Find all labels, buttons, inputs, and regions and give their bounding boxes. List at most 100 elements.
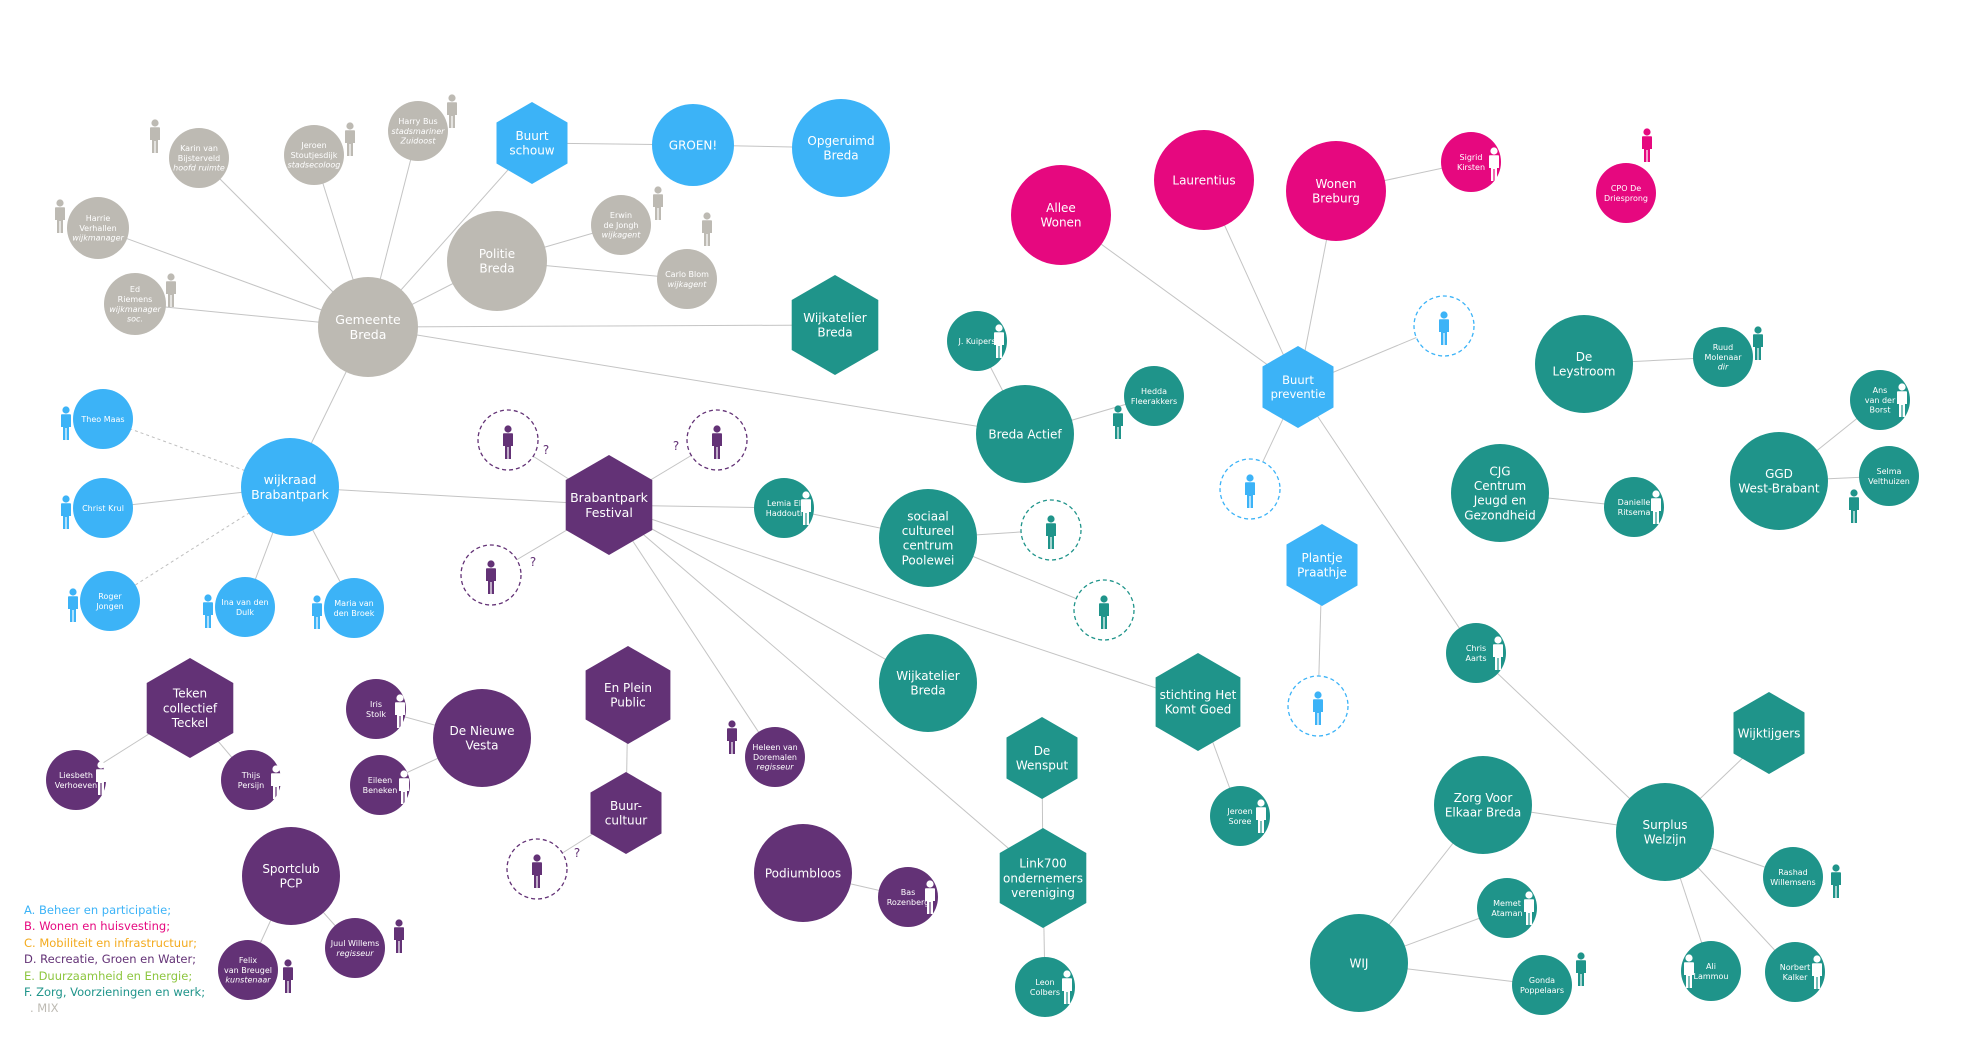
connection-line: [367, 324, 836, 328]
node-wij[interactable]: WIJ: [1310, 914, 1408, 1012]
node-buurcultuur[interactable]: Buur-cultuur: [590, 772, 662, 854]
node-christ[interactable]: Christ Krul: [61, 478, 133, 538]
node-label: GROEN!: [669, 138, 717, 152]
node-bredaactief[interactable]: Breda Actief: [976, 385, 1074, 483]
person-icon: [1576, 952, 1586, 986]
person-icon: [727, 720, 737, 754]
node-label: Wijktijgers: [1738, 726, 1801, 740]
node-kuipers[interactable]: J. Kuipers: [947, 311, 1007, 371]
legend-item-c: C. Mobiliteit en infrastructuur;: [24, 935, 197, 950]
placeholder-node: ?: [477, 409, 549, 471]
person-icon: [271, 765, 281, 799]
person-icon: [503, 425, 513, 459]
node-wijktijgers[interactable]: Wijktijgers: [1733, 692, 1805, 774]
node-theo[interactable]: Theo Maas: [61, 389, 133, 449]
node-laurentius[interactable]: Laurentius: [1154, 130, 1254, 230]
node-podiumbloos[interactable]: Podiumbloos: [754, 824, 852, 922]
person-icon: [96, 761, 106, 795]
node-label: Podiumbloos: [765, 866, 841, 880]
person-icon: [1046, 515, 1056, 549]
person-icon: [150, 119, 160, 153]
node-groen[interactable]: GROEN!: [652, 104, 734, 186]
person-icon: [1062, 970, 1072, 1004]
person-icon: [61, 495, 71, 529]
connection-line: [608, 504, 929, 684]
connection-line: [367, 326, 1026, 435]
person-icon: [1812, 955, 1822, 989]
person-icon: [702, 212, 712, 246]
